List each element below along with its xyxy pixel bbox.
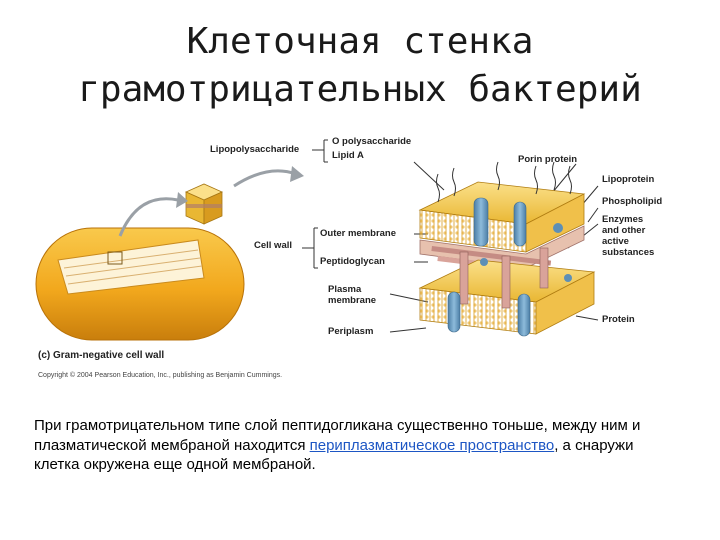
- arrow-head-1: [176, 192, 188, 208]
- title-line-2: грамотрицательных бактерий: [78, 69, 642, 110]
- label-lipid-a: Lipid A: [332, 150, 364, 161]
- periplasm-link[interactable]: периплазматическое пространство: [309, 436, 555, 454]
- label-cell-wall: Cell wall: [254, 240, 293, 251]
- label-plasma-membrane: Plasma membrane: [328, 284, 377, 306]
- label-outer-membrane: Outer membrane: [320, 228, 397, 239]
- label-o-polysaccharide: O polysaccharide: [332, 136, 412, 147]
- membrane-block: [418, 161, 596, 337]
- label-protein: Protein: [602, 314, 635, 325]
- title-line-1: Клеточная стенка: [186, 21, 534, 62]
- slide-title: Клеточная стенка грамотрицательных бакте…: [40, 18, 680, 114]
- label-periplasm: Periplasm: [328, 326, 374, 337]
- body-paragraph: При грамотрицательном типе слой пептидог…: [34, 416, 674, 475]
- figure-illustration: [35, 139, 599, 341]
- label-peptidoglycan: Peptidoglycan: [320, 256, 385, 267]
- body-text-after: , а снаружи клетка окружена еще одной ме…: [34, 436, 634, 474]
- figure-caption: (c) Gram-negative cell wall: [38, 350, 165, 361]
- label-phospholipid: Phospholipid: [602, 196, 663, 207]
- label-lipopolysaccharide: Lipopolysaccharide: [210, 144, 300, 155]
- bacterium-cell: [35, 227, 245, 341]
- cell-wall-figure: Lipopolysaccharide O polysaccharide Lipi…: [28, 128, 688, 390]
- label-porin-protein: Porin protein: [518, 154, 578, 165]
- label-lipoprotein: Lipoprotein: [602, 174, 655, 185]
- label-enzymes: Enzymes and other active substances: [602, 214, 655, 258]
- wall-section-cube: [185, 183, 223, 225]
- zoom-arrows: [118, 169, 297, 237]
- arrow-head-2: [290, 166, 304, 182]
- body-text-before: При грамотрицательном типе слой пептидог…: [34, 417, 641, 454]
- figure-copyright: Copyright © 2004 Pearson Education, Inc.…: [38, 372, 283, 379]
